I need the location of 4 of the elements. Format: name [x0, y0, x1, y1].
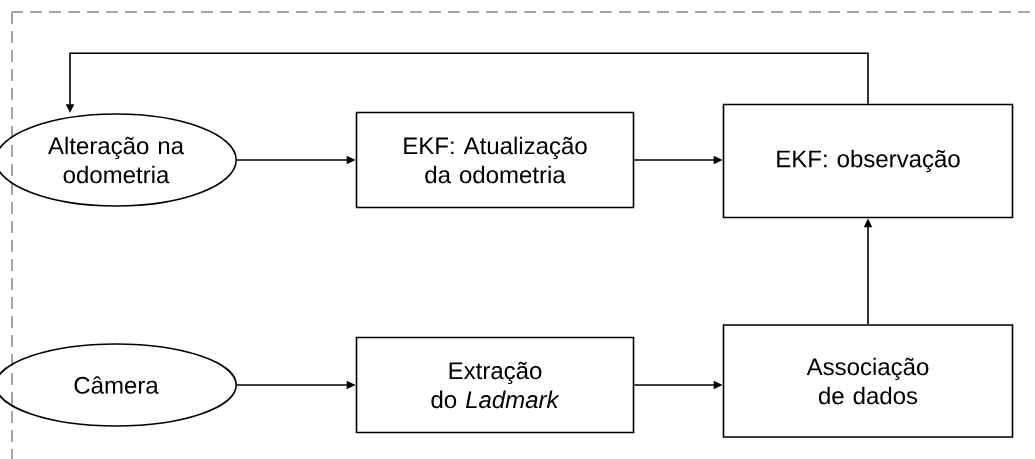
process-box: Associação de dados [722, 324, 1014, 438]
process-box: EKF: Atualização da odometria [355, 111, 635, 209]
process-box: EKF: observação [722, 103, 1014, 219]
process-box: Extração do Ladmark [355, 336, 635, 434]
